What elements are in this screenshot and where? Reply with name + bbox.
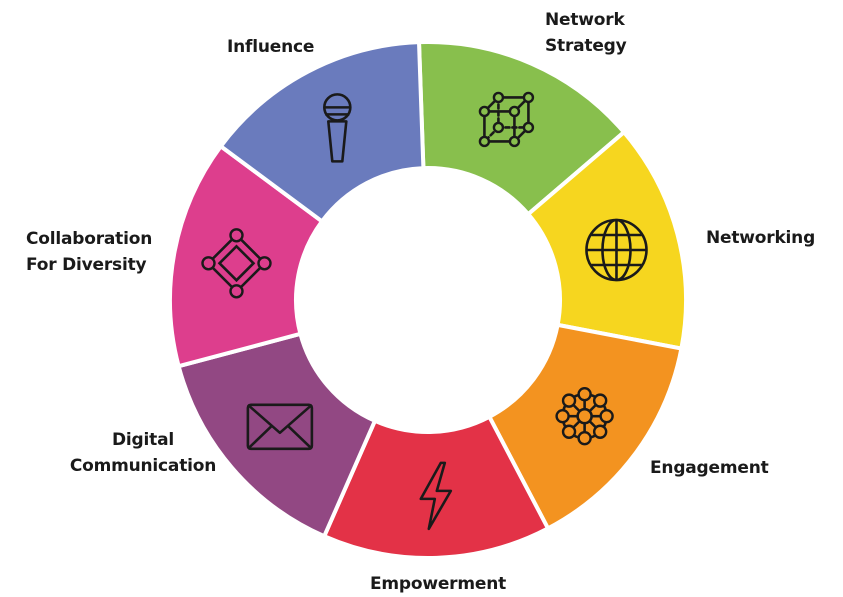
label-influence: Influence [227,34,314,60]
segment-networking [525,129,688,351]
envelope-icon [246,403,314,451]
lightning-bolt-icon [419,461,453,531]
label-line: Strategy [545,36,627,56]
segment-digital-communication [176,331,378,539]
label-collaboration-for-diversity: Collaboration For Diversity [26,226,152,278]
label-networking: Networking [706,225,815,251]
hub-network-icon [555,386,614,446]
label-line: Network [545,10,625,30]
label-line: Networking [706,228,816,248]
label-line: Engagement [650,458,769,478]
label-line: Empowerment [369,574,507,594]
label-digital-communication: Digital Communication [58,427,228,479]
segment-influence [217,40,426,225]
label-line: Communication [69,456,217,476]
microphone-icon [323,93,352,163]
diamond-network-icon [201,228,272,299]
label-line: For Diversity [26,255,147,275]
globe-icon [585,218,648,282]
label-line: Influence [227,37,315,57]
label-network-strategy: Network Strategy [545,7,627,59]
center-hole [298,170,558,430]
cube-network-icon [478,91,535,148]
label-empowerment: Empowerment [348,571,528,597]
label-line: Digital [112,430,174,450]
label-line: Collaboration [26,229,153,249]
segment-empowerment [321,414,551,560]
label-engagement: Engagement [650,455,769,481]
